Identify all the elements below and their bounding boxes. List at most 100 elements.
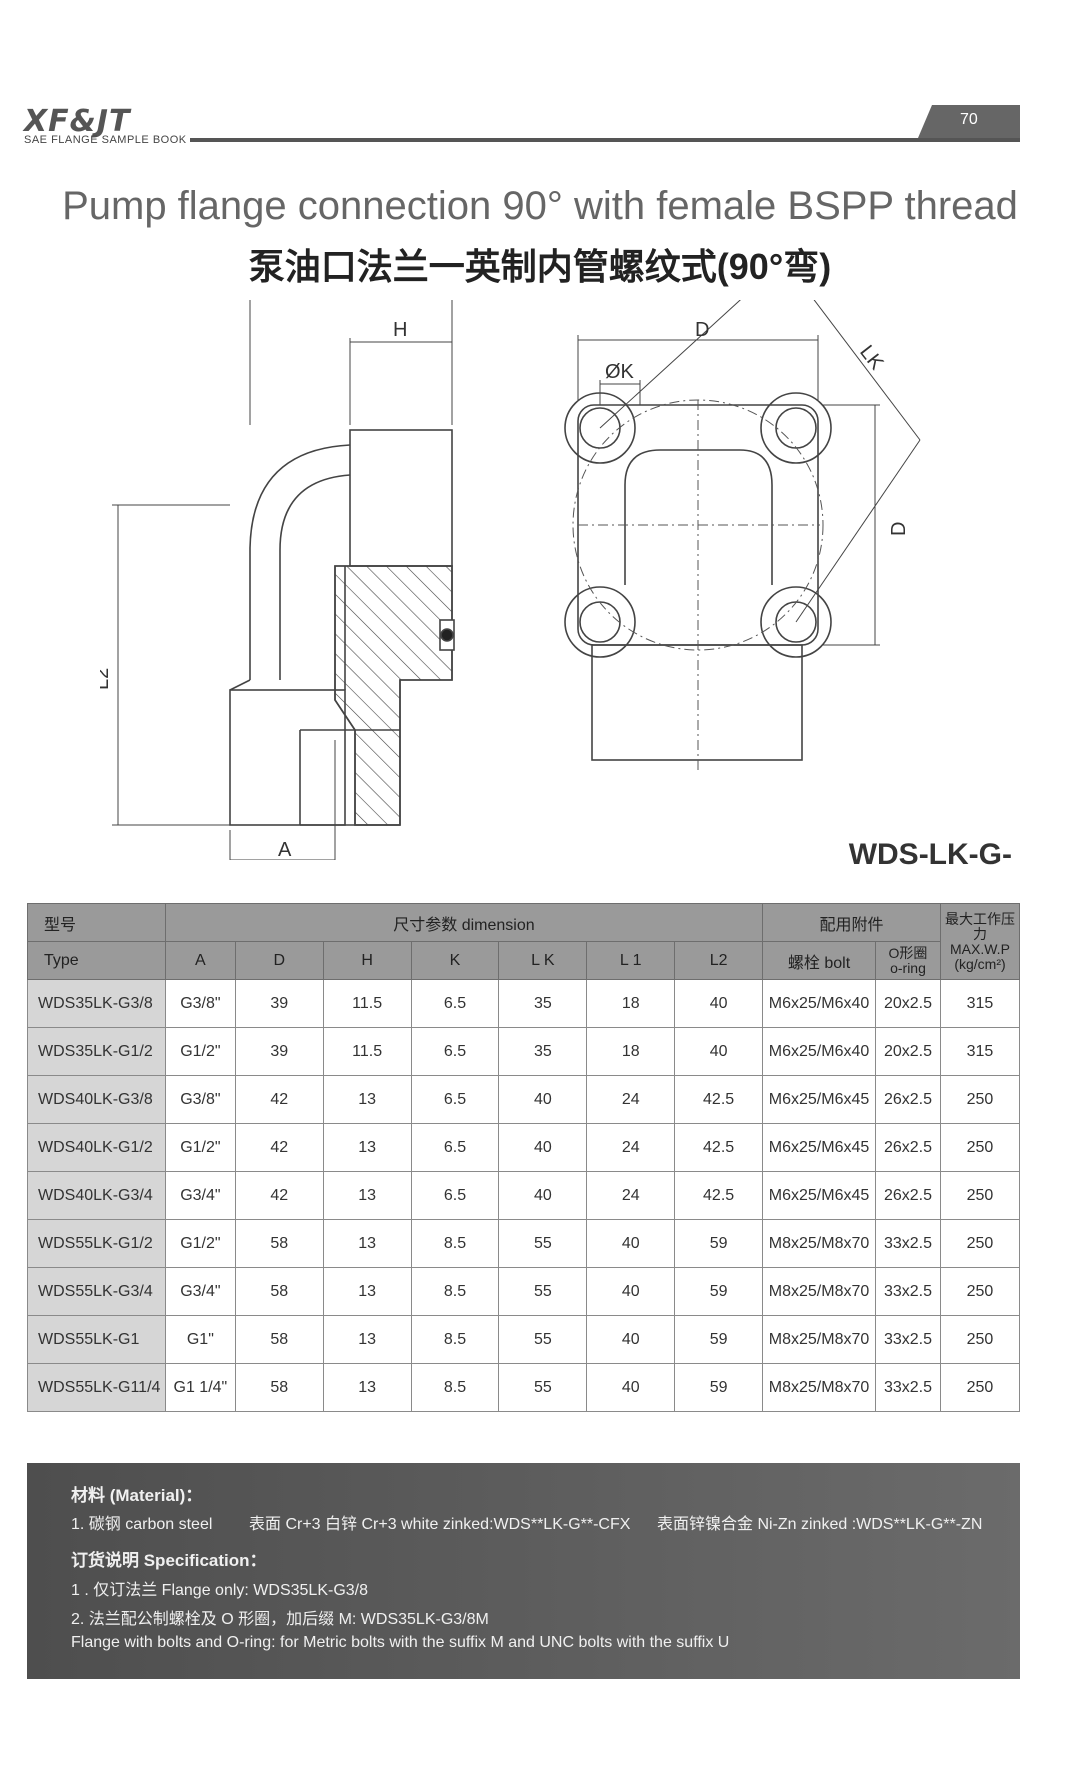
cell-type: WDS35LK-G1/2 [27,1027,166,1076]
cell-type: WDS55LK-G1 [27,1315,166,1364]
cell-A: G3/8" [164,1075,236,1124]
spec-flange-only: 1 . 仅订法兰 Flange only: WDS35LK-G3/8 [71,1582,369,1599]
material-cr3-zinc: 表面 Cr+3 白锌 Cr+3 white zinked:WDS**LK-G**… [249,1516,631,1533]
cell-L1: 40 [586,1267,676,1316]
cell-L2: 42.5 [674,1075,764,1124]
cell-H: 13 [322,1363,412,1412]
front-view-centerlines [572,399,824,770]
cell-type: WDS40LK-G3/4 [27,1171,166,1220]
notes-panel: 材料 (Material)： 1. 碳钢 carbon steel 表面 Cr+… [27,1463,1020,1679]
cell-LK: 35 [498,979,588,1028]
cell-bolt: M6x25/M6x40 [762,979,876,1028]
spec-metric-suffix: 2. 法兰配公制螺栓及 O 形圈，加后缀 M: WDS35LK-G3/8M [71,1611,489,1628]
cell-pressure: 250 [939,1171,1021,1220]
cell-LK: 35 [498,1027,588,1076]
cell-A: G1 1/4" [164,1363,236,1412]
material-heading: 材料 (Material)： [71,1486,203,1505]
dim-label-D-top: D [695,319,709,341]
cell-K: 8.5 [410,1219,500,1268]
header-dimension: 尺寸参数 dimension [164,903,764,942]
cell-D: 42 [234,1171,324,1220]
cell-bolt: M8x25/M8x70 [762,1363,876,1412]
cell-H: 13 [322,1315,412,1364]
cell-oring: 26x2.5 [875,1123,941,1172]
cell-type: WDS55LK-G3/4 [27,1267,166,1316]
cell-L1: 18 [586,1027,676,1076]
cell-A: G1" [164,1315,236,1364]
page-number-tab [918,105,1020,138]
dim-label-K: ØK [605,361,635,383]
header-A: A [164,941,236,980]
cell-LK: 40 [498,1075,588,1124]
cell-K: 6.5 [410,1075,500,1124]
cell-L1: 18 [586,979,676,1028]
cell-type: WDS40LK-G1/2 [27,1123,166,1172]
cell-H: 11.5 [322,1027,412,1076]
cell-bolt: M6x25/M6x45 [762,1171,876,1220]
cell-H: 13 [322,1219,412,1268]
dim-label-H: H [393,319,407,341]
cell-L2: 59 [674,1363,764,1412]
cell-pressure: 315 [939,1027,1021,1076]
cell-type: WDS35LK-G3/8 [27,979,166,1028]
side-view-drawing [229,429,455,826]
spec-bolts-oring: Flange with bolts and O-ring: for Metric… [71,1634,730,1651]
header-K: K [410,941,500,980]
header-rule [190,138,1020,142]
table-header-row-2: Type A D H K L K L 1 L2 螺栓 bolt O形圈 o-ri… [27,941,1020,980]
cell-L2: 42.5 [674,1171,764,1220]
cell-D: 58 [234,1267,324,1316]
cell-L1: 40 [586,1363,676,1412]
header-LK: L K [498,941,588,980]
cell-H: 13 [322,1123,412,1172]
cell-A: G3/4" [164,1267,236,1316]
cell-K: 8.5 [410,1267,500,1316]
cell-D: 58 [234,1363,324,1412]
cell-bolt: M8x25/M8x70 [762,1267,876,1316]
cell-L2: 40 [674,979,764,1028]
cell-LK: 40 [498,1171,588,1220]
side-view-dimensions [112,300,453,860]
dim-label-L2: L2 [100,668,113,690]
cell-pressure: 250 [939,1267,1021,1316]
specification-table: 型号 尺寸参数 dimension 配用附件 最大工作压力 MAX.W.P (k… [27,903,1021,1412]
cell-pressure: 250 [939,1219,1021,1268]
cell-oring: 26x2.5 [875,1171,941,1220]
cell-A: G1/2" [164,1027,236,1076]
brand-subtitle: SAE FLANGE SAMPLE BOOK [24,134,187,146]
header-type-cn: 型号 [27,903,166,942]
header-L1: L 1 [586,941,676,980]
cell-pressure: 315 [939,979,1021,1028]
cell-pressure: 250 [939,1315,1021,1364]
cell-L1: 40 [586,1315,676,1364]
cell-H: 13 [322,1171,412,1220]
page-title-english: Pump flange connection 90° with female B… [62,184,1018,228]
cell-K: 8.5 [410,1363,500,1412]
header-pressure: 最大工作压力 MAX.W.P (kg/cm²) [939,903,1021,980]
dim-label-A: A [278,839,292,860]
cell-A: G1/2" [164,1123,236,1172]
cell-A: G1/2" [164,1219,236,1268]
header-bolt: 螺栓 bolt [762,941,876,980]
cell-oring: 26x2.5 [875,1075,941,1124]
page-title-chinese: 泵油口法兰一英制内管螺纹式(90°弯) [248,246,832,287]
cell-LK: 40 [498,1123,588,1172]
cell-pressure: 250 [939,1123,1021,1172]
table-header-row-1: 型号 尺寸参数 dimension 配用附件 最大工作压力 MAX.W.P (k… [27,903,1021,980]
cell-bolt: M8x25/M8x70 [762,1315,876,1364]
front-view-dimensions [577,300,921,646]
cell-D: 58 [234,1219,324,1268]
header-oring-en: o-ring [890,959,926,976]
cell-oring: 33x2.5 [875,1315,941,1364]
brand-logo: XF&JT [24,104,131,139]
cell-A: G3/4" [164,1171,236,1220]
cell-LK: 55 [498,1267,588,1316]
cell-K: 8.5 [410,1315,500,1364]
